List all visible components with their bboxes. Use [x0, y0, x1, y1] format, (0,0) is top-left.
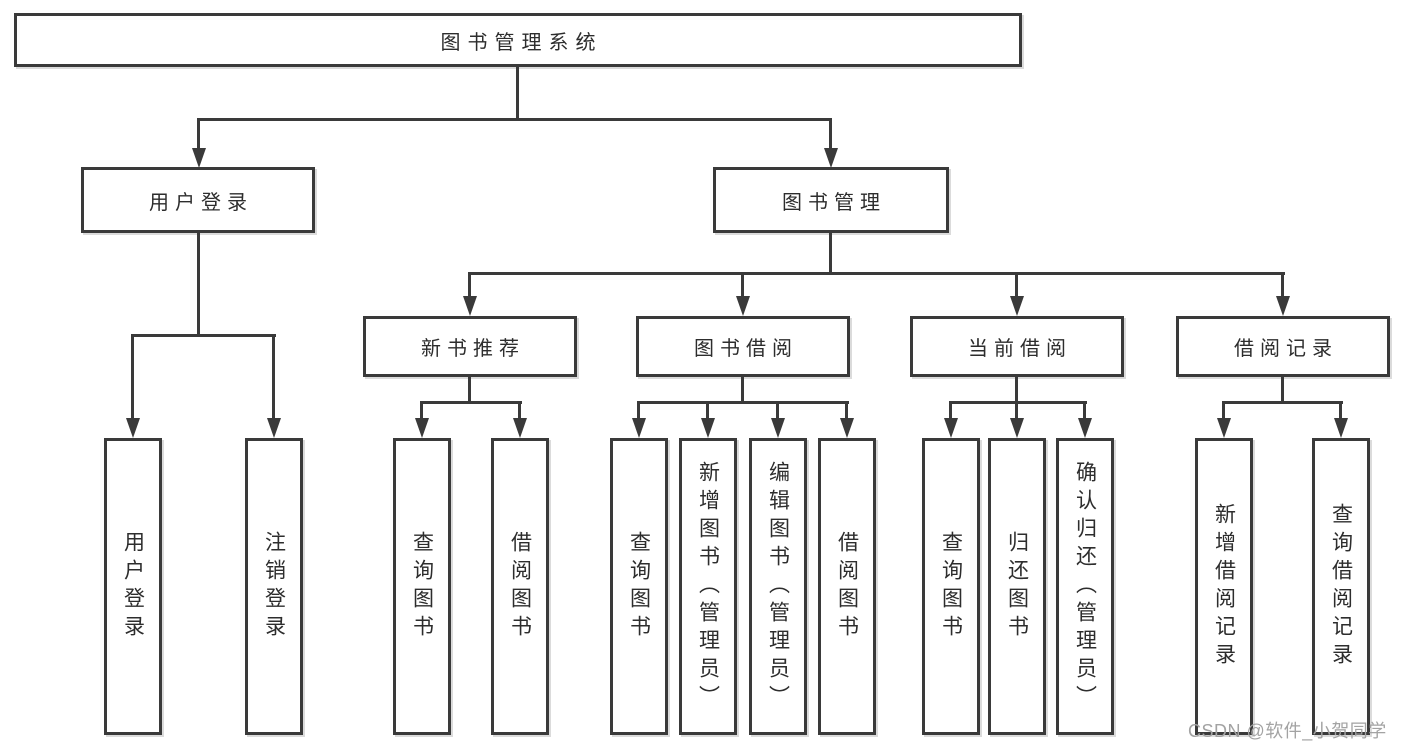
connector-arrow	[126, 418, 140, 438]
connector-line	[637, 401, 849, 404]
connector-line	[1015, 377, 1018, 404]
connector-arrow	[267, 418, 281, 438]
leaf-borrowing-query-books-label: 查询图书	[627, 530, 651, 643]
connector-line	[1281, 377, 1284, 404]
connector-line	[420, 401, 423, 420]
connector-line	[741, 377, 744, 404]
leaf-recommend-borrow-books-label: 借阅图书	[508, 530, 532, 643]
leaf-logout-label: 注销登录	[262, 530, 286, 643]
connector-line	[1222, 401, 1225, 420]
connector-arrow	[1078, 418, 1092, 438]
connector-line	[131, 334, 276, 337]
node-new-book-recommendation: 新书推荐	[363, 316, 577, 377]
node-root: 图书管理系统	[14, 13, 1022, 67]
connector-line	[741, 272, 744, 298]
connector-line	[637, 401, 640, 420]
leaf-recommend-query-books-label: 查询图书	[410, 530, 434, 643]
connector-arrow	[1010, 418, 1024, 438]
leaf-recommend-query-books: 查询图书	[393, 438, 451, 735]
connector-line	[197, 118, 831, 121]
connector-line	[518, 401, 521, 420]
leaf-borrowing-borrow-books-label: 借阅图书	[835, 530, 859, 643]
connector-arrow	[840, 418, 854, 438]
connector-line	[1083, 401, 1086, 420]
leaf-borrowing-borrow-books: 借阅图书	[818, 438, 876, 735]
leaf-current-confirm-return-admin-label: 确认归还（管理员）	[1073, 460, 1097, 713]
connector-arrow	[415, 418, 429, 438]
leaf-borrowing-add-book-admin: 新增图书（管理员）	[679, 438, 737, 735]
connector-arrow	[513, 418, 527, 438]
connector-arrow	[1217, 418, 1231, 438]
connector-line	[1222, 401, 1343, 404]
connector-line	[1015, 272, 1018, 298]
connector-arrow	[736, 296, 750, 316]
node-book-borrowing: 图书借阅	[636, 316, 850, 377]
connector-arrow	[632, 418, 646, 438]
node-borrowing-records-label: 借阅记录	[1234, 338, 1338, 360]
connector-line	[131, 334, 134, 420]
connector-arrow	[944, 418, 958, 438]
leaf-borrowing-query-books: 查询图书	[610, 438, 668, 735]
connector-line	[197, 118, 200, 150]
connector-line	[420, 401, 522, 404]
leaf-current-query-books: 查询图书	[922, 438, 980, 735]
connector-line	[1339, 401, 1342, 420]
leaf-current-query-books-label: 查询图书	[939, 530, 963, 643]
connector-line	[949, 401, 1087, 404]
leaf-borrowing-edit-book-admin-label: 编辑图书（管理员）	[766, 460, 790, 713]
connector-line	[468, 377, 471, 404]
connector-arrow	[771, 418, 785, 438]
leaf-recommend-borrow-books: 借阅图书	[491, 438, 549, 735]
connector-line	[516, 64, 519, 120]
node-root-label: 图书管理系统	[440, 31, 603, 54]
node-current-borrowing: 当前借阅	[910, 316, 1124, 377]
node-book-borrowing-label: 图书借阅	[694, 338, 798, 360]
connector-line	[468, 272, 471, 298]
leaf-current-return-books-label: 归还图书	[1005, 530, 1029, 643]
leaf-user-login-label: 用户登录	[121, 530, 145, 643]
node-new-book-recommendation-label: 新书推荐	[421, 338, 525, 360]
leaf-borrowing-edit-book-admin: 编辑图书（管理员）	[749, 438, 807, 735]
leaf-records-query-record-label: 查询借阅记录	[1329, 502, 1353, 671]
leaf-records-query-record: 查询借阅记录	[1312, 438, 1370, 735]
leaf-user-login: 用户登录	[104, 438, 162, 735]
node-current-borrowing-label: 当前借阅	[968, 338, 1072, 360]
connector-line	[845, 401, 848, 420]
connector-arrow	[1276, 296, 1290, 316]
connector-line	[1015, 401, 1018, 420]
connector-arrow	[192, 148, 206, 168]
connector-arrow	[1010, 296, 1024, 316]
connector-arrow	[1334, 418, 1348, 438]
connector-line	[706, 401, 709, 420]
leaf-current-return-books: 归还图书	[988, 438, 1046, 735]
connector-line	[829, 118, 832, 150]
connector-line	[272, 334, 275, 420]
node-user-login-label: 用户登录	[149, 191, 253, 214]
leaf-logout: 注销登录	[245, 438, 303, 735]
connector-line	[468, 272, 1285, 275]
connector-line	[197, 233, 200, 337]
node-book-management: 图书管理	[713, 167, 949, 233]
connector-arrow	[701, 418, 715, 438]
connector-line	[949, 401, 952, 420]
leaf-current-confirm-return-admin: 确认归还（管理员）	[1056, 438, 1114, 735]
node-user-login: 用户登录	[81, 167, 315, 233]
node-borrowing-records: 借阅记录	[1176, 316, 1390, 377]
watermark: CSDN @软件_小贺同学	[1188, 721, 1387, 741]
connector-line	[776, 401, 779, 420]
connector-line	[1281, 272, 1284, 298]
node-book-management-label: 图书管理	[782, 191, 886, 214]
leaf-records-add-record-label: 新增借阅记录	[1212, 502, 1236, 671]
connector-arrow	[463, 296, 477, 316]
leaf-borrowing-add-book-admin-label: 新增图书（管理员）	[696, 460, 720, 713]
leaf-records-add-record: 新增借阅记录	[1195, 438, 1253, 735]
connector-arrow	[824, 148, 838, 168]
connector-line	[829, 233, 832, 275]
